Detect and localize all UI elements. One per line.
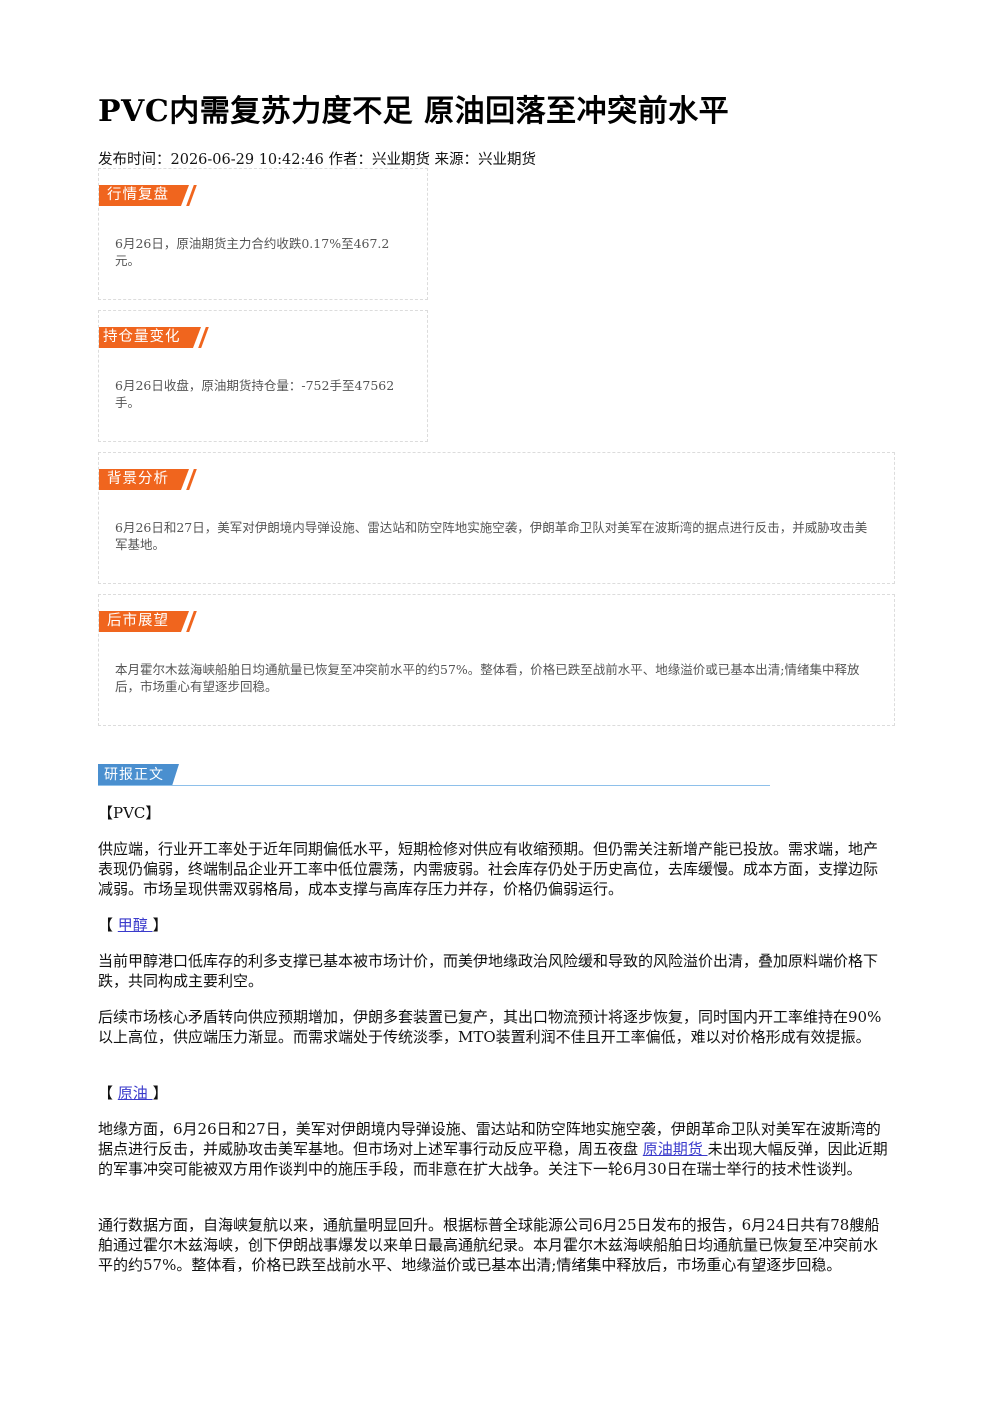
crude-oil-futures-link[interactable]: 原油期货 [642, 1140, 708, 1158]
outlook-text: 本月霍尔木兹海峡船舶日均通航量已恢复至冲突前水平的约57%。整体看，价格已跌至战… [115, 662, 860, 694]
crude-oil-heading: 【 原油 】 [98, 1084, 168, 1102]
report-divider [98, 785, 770, 786]
background-analysis-text: 6月26日和27日，美军对伊朗境内导弹设施、雷达站和防空阵地实施空袭，伊朗革命卫… [115, 520, 868, 552]
market-review-card: 行情复盘 6月26日，原油期货主力合约收跌0.17%至467.2元。 [98, 168, 428, 300]
market-review-tag: 行情复盘 [99, 185, 189, 206]
source-label: 来源： [429, 152, 479, 168]
position-change-tag: 持仓量变化 [99, 327, 200, 348]
article-meta: 发布时间：2026-06-29 10:42:46 作者：兴业期货 来源：兴业期货 [98, 148, 536, 169]
outlook-card: 后市展望 本月霍尔木兹海峡船舶日均通航量已恢复至冲突前水平的约57%。整体看，价… [98, 594, 895, 726]
pvc-paragraph: 供应端，行业开工率处于近年同期偏低水平，短期检修对供应有收缩预期。但仍需关注新增… [98, 840, 879, 898]
source: 兴业期货 [478, 152, 537, 168]
author: 兴业期货 [371, 152, 430, 168]
report-section-header: 研报正文 [98, 764, 770, 786]
background-analysis-card: 背景分析 6月26日和27日，美军对伊朗境内导弹设施、雷达站和防空阵地实施空袭，… [98, 452, 895, 584]
crude-oil-link[interactable]: 原油 [117, 1084, 153, 1102]
author-label: 作者： [323, 152, 372, 168]
methanol-paragraph-2: 后续市场核心矛盾转向供应预期增加，伊朗多套装置已复产，其出口物流预计将逐步恢复，… [98, 1008, 882, 1046]
market-review-text: 6月26日，原油期货主力合约收跌0.17%至467.2元。 [115, 236, 390, 268]
crude-oil-paragraph-1: 地缘方面，6月26日和27日，美军对伊朗境内导弹设施、雷达站和防空阵地实施空袭，… [98, 1120, 888, 1178]
report-body-tag: 研报正文 [98, 764, 179, 786]
methanol-heading: 【 甲醇 】 [98, 916, 168, 934]
position-change-card: 持仓量变化 6月26日收盘，原油期货持仓量：-752手至47562手。 [98, 310, 428, 442]
crude-oil-paragraph-2: 通行数据方面，自海峡复航以来，通航量明显回升。根据标普全球能源公司6月25日发布… [98, 1216, 880, 1274]
outlook-tag: 后市展望 [99, 611, 189, 632]
publish-time: 2026-06-29 10:42:46 [170, 152, 324, 168]
publish-label: 发布时间： [98, 152, 171, 168]
position-change-text: 6月26日收盘，原油期货持仓量：-752手至47562手。 [115, 378, 395, 410]
methanol-link[interactable]: 甲醇 [117, 916, 153, 934]
background-analysis-tag: 背景分析 [99, 469, 189, 490]
page-title: PVC内需复苏力度不足 原油回落至冲突前水平 [98, 94, 730, 129]
pvc-heading: 【PVC】 [98, 804, 161, 822]
methanol-paragraph-1: 当前甲醇港口低库存的利多支撑已基本被市场计价，而美伊地缘政治风险缓和导致的风险溢… [98, 952, 879, 990]
